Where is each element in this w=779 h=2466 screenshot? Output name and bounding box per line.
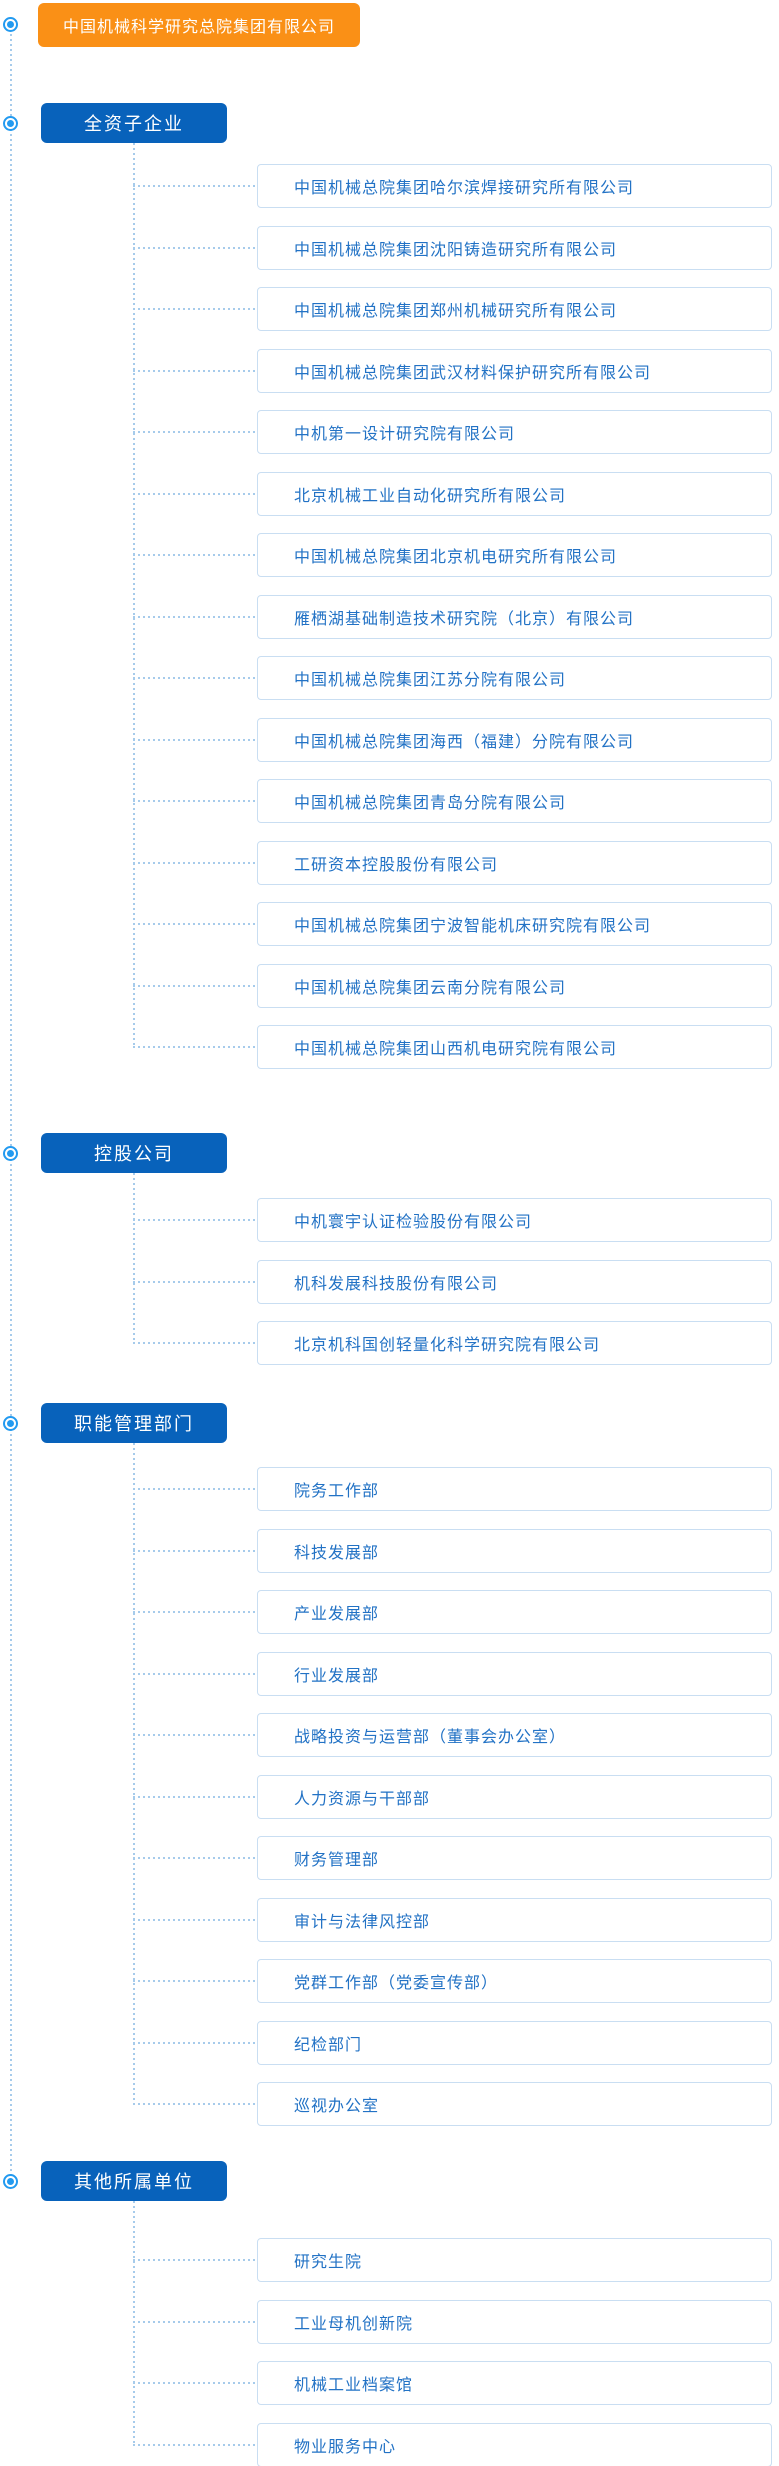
item-connector-line <box>133 431 257 433</box>
item-connector-line <box>133 2103 257 2105</box>
item-connector-line <box>133 738 257 741</box>
company-item-node[interactable]: 产业发展部 <box>257 1590 772 1634</box>
item-connector-line <box>133 492 257 495</box>
collapse-bullet-icon[interactable] <box>3 1415 18 1431</box>
branch-line <box>133 1173 135 1343</box>
item-connector-line <box>133 2041 257 2044</box>
company-item-node[interactable]: 工研资本控股股份有限公司 <box>257 840 772 885</box>
item-connector-line <box>133 800 257 802</box>
item-connector-line <box>133 1857 257 1859</box>
company-item-node[interactable]: 中国机械总院集团郑州机械研究所有限公司 <box>257 287 772 331</box>
branch-line <box>133 1443 135 2104</box>
branch-line <box>133 2201 135 2445</box>
root-company-node[interactable]: 中国机械科学研究总院集团有限公司 <box>38 3 360 47</box>
item-connector-line <box>133 308 257 310</box>
company-item-node[interactable]: 中国机械总院集团哈尔滨焊接研究所有限公司 <box>257 164 772 208</box>
company-item-node[interactable]: 中国机械总院集团北京机电研究所有限公司 <box>257 533 772 577</box>
item-connector-line <box>133 2443 257 2446</box>
item-connector-line <box>133 1549 257 1552</box>
item-connector-line <box>133 2320 257 2323</box>
collapse-bullet-icon[interactable] <box>3 115 18 131</box>
company-item-node[interactable]: 北京机械工业自动化研究所有限公司 <box>257 471 772 516</box>
item-connector-line <box>133 1980 257 1982</box>
company-item-node[interactable]: 党群工作部（党委宣传部） <box>257 1959 772 2003</box>
item-connector-line <box>133 1611 257 1613</box>
item-connector-line <box>133 1219 257 1221</box>
company-item-node[interactable]: 雁栖湖基础制造技术研究院（北京）有限公司 <box>257 594 772 639</box>
tree-rail-line <box>10 24 12 2182</box>
item-connector-line <box>133 1795 257 1798</box>
company-item-node[interactable]: 人力资源与干部部 <box>257 1774 772 1819</box>
company-item-node[interactable]: 中国机械总院集团沈阳铸造研究所有限公司 <box>257 225 772 270</box>
company-item-node[interactable]: 机械工业档案馆 <box>257 2361 772 2405</box>
collapse-bullet-icon[interactable] <box>3 1145 18 1161</box>
item-connector-line <box>133 984 257 987</box>
item-connector-line <box>133 185 257 187</box>
company-item-node[interactable]: 战略投资与运营部（董事会办公室） <box>257 1713 772 1757</box>
company-item-node[interactable]: 院务工作部 <box>257 1467 772 1511</box>
item-connector-line <box>133 1734 257 1736</box>
company-item-node[interactable]: 巡视办公室 <box>257 2082 772 2126</box>
company-item-node[interactable]: 行业发展部 <box>257 1651 772 1696</box>
company-item-node[interactable]: 纪检部门 <box>257 2020 772 2065</box>
item-connector-line <box>133 369 257 372</box>
item-connector-line <box>133 923 257 925</box>
item-connector-line <box>133 677 257 679</box>
item-connector-line <box>133 2259 257 2261</box>
item-connector-line <box>133 615 257 618</box>
company-item-node[interactable]: 中国机械总院集团青岛分院有限公司 <box>257 779 772 823</box>
item-connector-line <box>133 1046 257 1048</box>
company-item-node[interactable]: 北京机科国创轻量化科学研究院有限公司 <box>257 1321 772 1365</box>
company-item-node[interactable]: 工业母机创新院 <box>257 2299 772 2344</box>
company-item-node[interactable]: 中机第一设计研究院有限公司 <box>257 410 772 454</box>
category-node[interactable]: 职能管理部门 <box>41 1403 227 1443</box>
category-node[interactable]: 其他所属单位 <box>41 2161 227 2201</box>
company-item-node[interactable]: 机科发展科技股份有限公司 <box>257 1259 772 1304</box>
collapse-bullet-icon[interactable] <box>3 16 18 32</box>
item-connector-line <box>133 1672 257 1675</box>
category-node[interactable]: 控股公司 <box>41 1133 227 1173</box>
item-connector-line <box>133 554 257 556</box>
collapse-bullet-icon[interactable] <box>3 2173 18 2189</box>
company-item-node[interactable]: 中机寰宇认证检验股份有限公司 <box>257 1198 772 1242</box>
category-node[interactable]: 全资子企业 <box>41 103 227 143</box>
company-item-node[interactable]: 中国机械总院集团云南分院有限公司 <box>257 963 772 1008</box>
company-item-node[interactable]: 中国机械总院集团江苏分院有限公司 <box>257 656 772 700</box>
company-item-node[interactable]: 中国机械总院集团山西机电研究院有限公司 <box>257 1025 772 1069</box>
item-connector-line <box>133 246 257 249</box>
company-item-node[interactable]: 科技发展部 <box>257 1528 772 1573</box>
item-connector-line <box>133 1280 257 1283</box>
company-item-node[interactable]: 物业服务中心 <box>257 2422 772 2466</box>
company-item-node[interactable]: 中国机械总院集团海西（福建）分院有限公司 <box>257 717 772 762</box>
item-connector-line <box>133 1488 257 1490</box>
item-connector-line <box>133 1342 257 1344</box>
company-item-node[interactable]: 中国机械总院集团宁波智能机床研究院有限公司 <box>257 902 772 946</box>
item-connector-line <box>133 1918 257 1921</box>
item-connector-line <box>133 861 257 864</box>
item-connector-line <box>133 2382 257 2384</box>
company-item-node[interactable]: 研究生院 <box>257 2238 772 2282</box>
company-item-node[interactable]: 中国机械总院集团武汉材料保护研究所有限公司 <box>257 348 772 393</box>
company-item-node[interactable]: 审计与法律风控部 <box>257 1897 772 1942</box>
company-item-node[interactable]: 财务管理部 <box>257 1836 772 1880</box>
branch-line <box>133 143 135 1047</box>
